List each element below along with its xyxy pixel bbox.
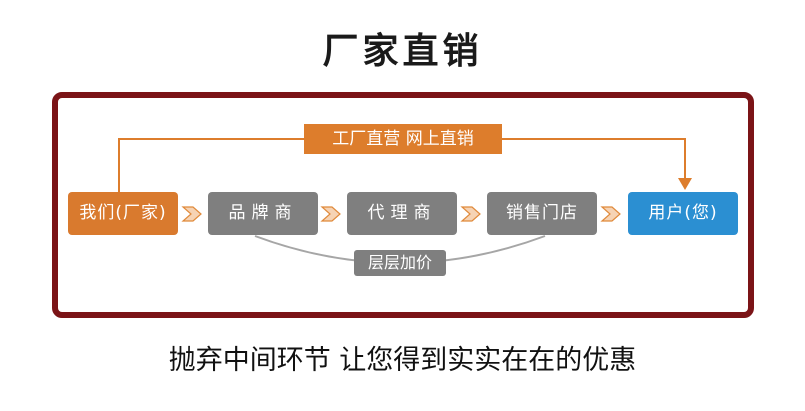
node-store: 销售门店 — [487, 192, 597, 235]
chevron-arrow-icon — [460, 206, 481, 222]
direct-sales-banner: 工厂直营 网上直销 — [304, 124, 502, 154]
page-title: 厂家直销 — [322, 30, 483, 72]
node-brand: 品牌商 — [208, 192, 318, 235]
node-agent: 代理商 — [347, 192, 457, 235]
chevron-arrow-icon — [600, 206, 621, 222]
bypass-arrowhead — [678, 178, 692, 190]
markup-label: 层层加价 — [354, 250, 446, 276]
node-manufacturer: 我们(厂家) — [68, 192, 178, 235]
node-user: 用户(您) — [628, 192, 738, 235]
bottom-slogan: 抛弃中间环节 让您得到实实在在的优惠 — [168, 345, 637, 376]
chevron-arrow-icon — [320, 206, 341, 222]
chevron-arrow-icon — [181, 206, 202, 222]
